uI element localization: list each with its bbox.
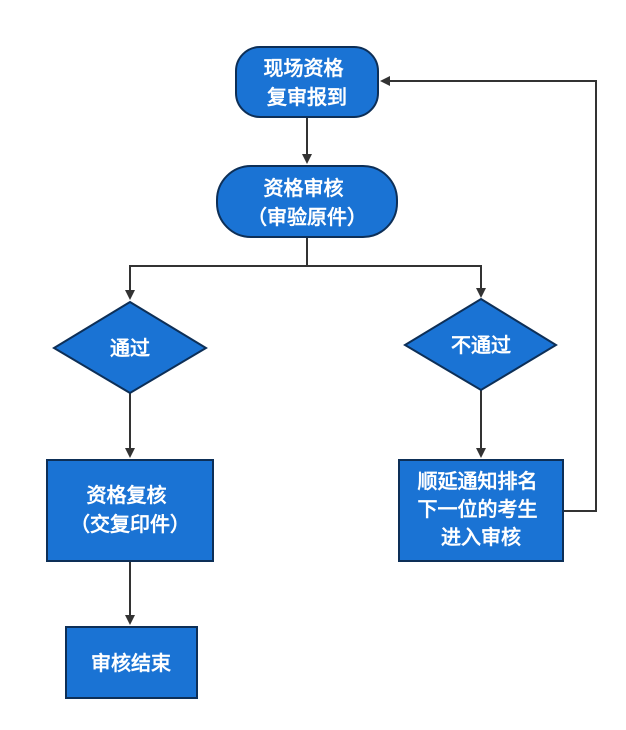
return-loop-line bbox=[380, 76, 597, 512]
svg-text:资格复核 （交复印件）: 资格复核 （交复印件） bbox=[70, 483, 190, 536]
svg-text:不通过: 不通过 bbox=[451, 333, 511, 357]
branch-line-left bbox=[125, 237, 308, 300]
node-onsite-checkin-shape bbox=[235, 46, 379, 118]
node-qualification-recheck-line2: （交复印件） bbox=[70, 512, 190, 536]
node-review-end: 审核结束 bbox=[65, 626, 198, 699]
node-next-candidate: 顺延通知排名 下一位的考生 进入审核 bbox=[398, 459, 564, 562]
node-qualification-review-shape bbox=[216, 165, 398, 238]
connectors bbox=[125, 76, 597, 625]
node-next-candidate-line2: 下一位的考生 bbox=[418, 497, 538, 521]
node-qualification-recheck-line1: 资格复核 bbox=[87, 483, 167, 507]
svg-text:通过: 通过 bbox=[110, 336, 150, 360]
node-review-end-label: 审核结束 bbox=[91, 651, 172, 675]
node-fail-label: 不通过 bbox=[451, 333, 511, 357]
node-qualification-recheck-shape bbox=[46, 459, 214, 562]
node-fail-shape bbox=[403, 297, 558, 392]
node-pass-shape bbox=[52, 300, 208, 395]
branch-line-right bbox=[307, 265, 486, 298]
node-onsite-checkin: 现场资格 复审报到 bbox=[235, 46, 379, 118]
node-next-candidate-line1: 顺延通知排名 bbox=[418, 469, 538, 493]
svg-text:顺延通知排名 下一位的考生 进入审核: 顺延通知排名 下一位的考生 进入审核 bbox=[418, 469, 545, 549]
svg-text:审核结束: 审核结束 bbox=[91, 651, 172, 675]
node-fail-decision: 不通过 bbox=[403, 297, 558, 392]
node-pass-label: 通过 bbox=[110, 336, 150, 360]
node-qualification-review-line2: （审验原件） bbox=[247, 205, 367, 229]
node-qualification-review-line1: 资格审核 bbox=[264, 176, 344, 200]
node-onsite-checkin-line1: 现场资格 bbox=[264, 56, 345, 80]
node-qualification-recheck: 资格复核 （交复印件） bbox=[46, 459, 214, 562]
node-review-end-shape bbox=[65, 626, 198, 699]
node-next-candidate-shape bbox=[398, 459, 564, 562]
svg-text:资格审核 （审验原件）: 资格审核 （审验原件） bbox=[247, 176, 367, 229]
node-pass-decision: 通过 bbox=[52, 300, 208, 395]
node-onsite-checkin-line2: 复审报到 bbox=[266, 85, 347, 109]
node-next-candidate-line3: 进入审核 bbox=[441, 525, 521, 549]
svg-text:现场资格 复审报到: 现场资格 复审报到 bbox=[264, 56, 351, 109]
node-qualification-review: 资格审核 （审验原件） bbox=[216, 165, 398, 238]
